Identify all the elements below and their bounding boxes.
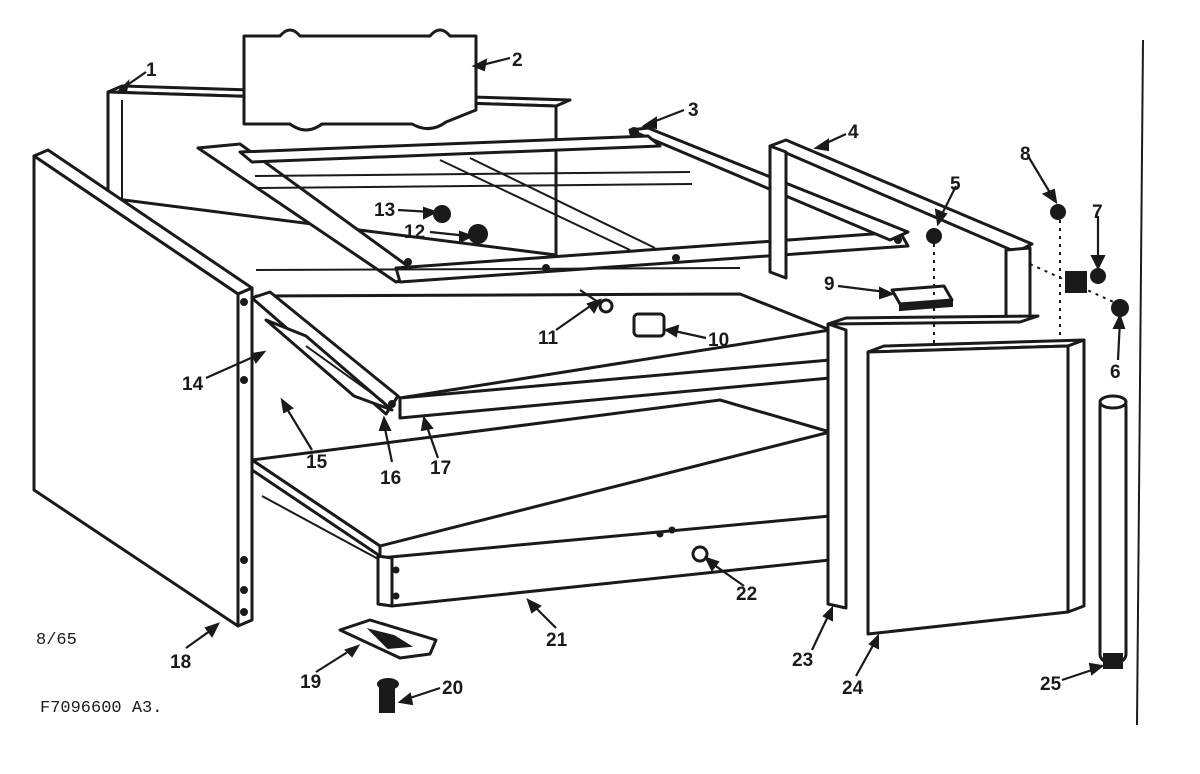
callout-13: 13 (374, 200, 395, 221)
callout-14: 14 (182, 374, 204, 395)
leveling-screw (377, 678, 399, 713)
grommet (691, 545, 709, 563)
right-rail (768, 138, 1034, 322)
callout-7: 7 (1092, 202, 1103, 223)
callout-5: 5 (950, 174, 961, 195)
leveling-plate (338, 618, 438, 660)
callout-16: 16 (380, 468, 401, 489)
hardware-group (926, 204, 1129, 344)
callout-10: 10 (708, 330, 729, 351)
callout-8: 8 (1020, 144, 1031, 165)
drawing-number: F7096600 A3. (40, 699, 162, 718)
callout-25: 25 (1040, 674, 1062, 695)
knob-13 (433, 205, 451, 223)
right-front-post (826, 314, 1040, 610)
callout-3: 3 (688, 100, 699, 121)
callout-4: 4 (848, 122, 859, 143)
callout-6: 6 (1110, 362, 1121, 383)
pin (579, 289, 614, 314)
callout-17: 17 (430, 458, 451, 479)
callout-21: 21 (546, 630, 568, 651)
knob-12 (468, 224, 488, 244)
bracket (890, 284, 954, 312)
callout-1: 1 (146, 60, 157, 81)
callout-18: 18 (170, 652, 191, 673)
callout-2: 2 (512, 50, 523, 71)
callout-15: 15 (306, 452, 328, 473)
callout-20: 20 (442, 678, 463, 699)
callout-11: 11 (538, 328, 559, 349)
support-post (1098, 394, 1128, 669)
top-plate (242, 28, 478, 132)
center-shelf (254, 267, 832, 420)
callout-9: 9 (824, 274, 835, 295)
callout-23: 23 (792, 650, 813, 671)
revision-note: 8/65 (36, 631, 77, 650)
callout-24: 24 (842, 678, 864, 699)
clip (632, 312, 666, 338)
left-side-panel (32, 148, 254, 628)
page-border-line (1136, 39, 1144, 726)
slide-rail (250, 290, 400, 416)
leader-lines (115, 56, 1126, 706)
callout-19: 19 (300, 672, 321, 693)
callout-22: 22 (736, 584, 757, 605)
right-door-panel (866, 338, 1086, 636)
callout-12: 12 (404, 222, 425, 243)
callout-labels: 1 2 3 4 5 6 7 8 9 10 11 12 13 14 15 16 1… (146, 50, 1121, 699)
